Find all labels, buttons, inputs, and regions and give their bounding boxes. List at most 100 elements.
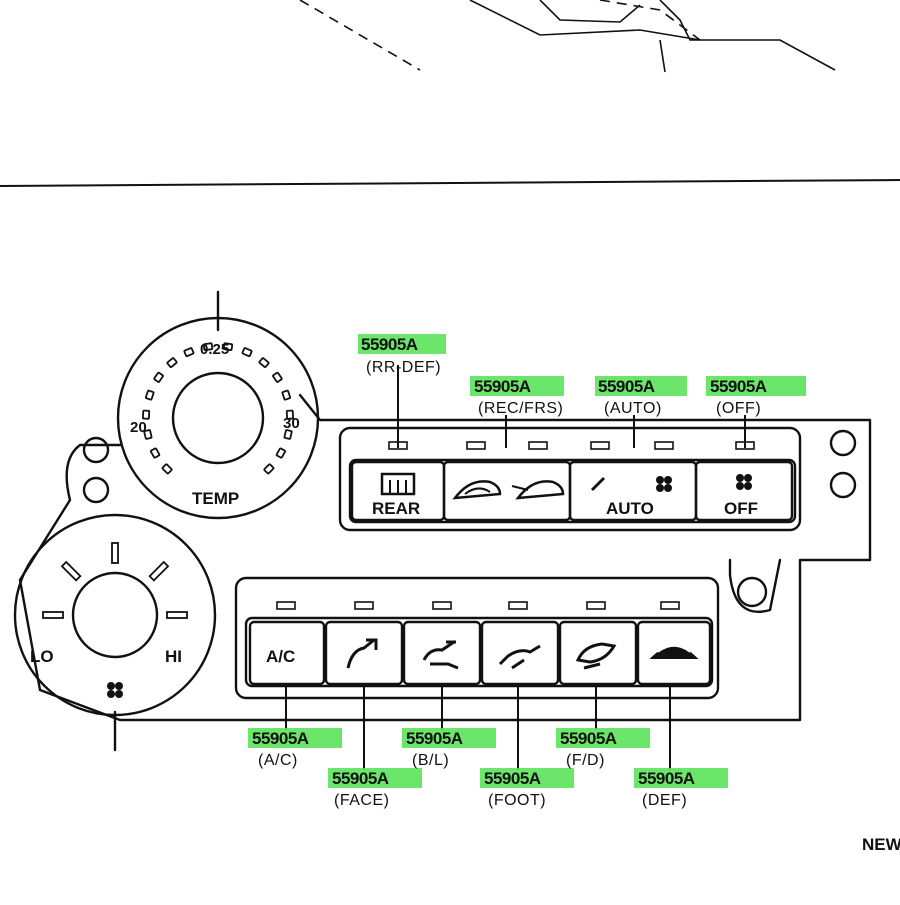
fan-dial[interactable]: LO HI	[13, 513, 217, 717]
fan-dial-label-lo: LO	[30, 647, 54, 666]
foot-defrost-button[interactable]	[558, 620, 638, 686]
callout-ac[interactable]: 55905A (A/C)	[248, 728, 342, 769]
leader-lines	[285, 365, 746, 770]
svg-text:(AUTO): (AUTO)	[604, 400, 662, 417]
callout-rr-def[interactable]: 55905A (RR-DEF)	[358, 334, 446, 376]
callout-foot[interactable]: 55905A (FOOT)	[480, 768, 574, 809]
svg-text:55905A: 55905A	[598, 377, 655, 396]
fan-dial-tick	[148, 560, 170, 582]
indicator-led	[654, 441, 674, 450]
indicator-led	[432, 601, 452, 610]
defrost-button[interactable]	[636, 620, 712, 686]
temp-dial-tick	[143, 429, 153, 440]
temp-dial-tick	[149, 447, 161, 459]
svg-text:55905A: 55905A	[710, 377, 767, 396]
indicator-led	[354, 601, 374, 610]
ac-button[interactable]: A/C	[248, 620, 326, 686]
svg-text:(FOOT): (FOOT)	[488, 792, 546, 809]
temp-dial-tick	[153, 371, 164, 383]
temp-dial[interactable]: 0.25 20 30 TEMP	[116, 316, 320, 520]
rec-frs-button[interactable]	[442, 460, 572, 522]
callout-bl[interactable]: 55905A (B/L)	[402, 728, 496, 769]
temp-dial-tick	[281, 389, 292, 401]
temp-dial-tick	[263, 463, 275, 475]
temp-scale-low: 20	[130, 419, 147, 436]
svg-text:(OFF): (OFF)	[716, 400, 761, 417]
indicator-led	[528, 441, 548, 450]
svg-text:(A/C): (A/C)	[258, 752, 298, 769]
fan-dial-tick	[60, 560, 82, 582]
bilevel-vent-icon	[422, 640, 459, 670]
svg-text:55905A: 55905A	[560, 729, 617, 748]
fan-dial-tick	[42, 611, 64, 619]
temp-dial-tick	[285, 409, 294, 420]
callout-fd[interactable]: 55905A (F/D)	[556, 728, 650, 769]
temp-dial-tick	[161, 463, 173, 475]
auto-button[interactable]: AUTO	[568, 460, 698, 522]
fan-dial-tick	[111, 542, 119, 564]
callout-rec-frs[interactable]: 55905A (REC/FRS)	[470, 376, 564, 417]
temp-dial-tick	[283, 429, 293, 440]
temp-dial-tick	[202, 342, 214, 351]
temp-dial-tick	[183, 347, 195, 358]
temp-scale-mid: 0.25	[200, 341, 229, 358]
svg-text:55905A: 55905A	[638, 769, 695, 788]
svg-text:55905A: 55905A	[474, 377, 531, 396]
svg-text:55905A: 55905A	[361, 335, 418, 354]
svg-text:55905A: 55905A	[332, 769, 389, 788]
indicator-led	[660, 601, 680, 610]
temp-dial-tick	[272, 371, 283, 383]
foot-button[interactable]	[480, 620, 560, 686]
svg-text:(F/D): (F/D)	[566, 752, 605, 769]
auto-fan-icon	[590, 476, 672, 492]
svg-text:(DEF): (DEF)	[642, 792, 687, 809]
section-divider	[0, 179, 900, 187]
lower-button-bank	[234, 576, 720, 700]
windshield-defrost-icon	[649, 645, 699, 659]
svg-text:(FACE): (FACE)	[334, 792, 389, 809]
indicator-led	[466, 441, 486, 450]
indicator-led	[586, 601, 606, 610]
temp-dial-tick	[222, 342, 234, 351]
indicator-led	[590, 441, 610, 450]
svg-text:55905A: 55905A	[252, 729, 309, 748]
temp-dial-tick	[142, 409, 151, 420]
face-button[interactable]	[324, 620, 404, 686]
temp-scale-high: 30	[283, 415, 300, 432]
ac-button-label: A/C	[266, 647, 295, 666]
svg-text:(REC/FRS): (REC/FRS)	[478, 400, 563, 417]
callout-def[interactable]: 55905A (DEF)	[634, 768, 728, 809]
fresh-air-icon	[511, 480, 565, 500]
temp-dial-tick	[144, 389, 155, 401]
bilevel-button[interactable]	[402, 620, 482, 686]
auto-button-label: AUTO	[606, 499, 654, 518]
svg-text:55905A: 55905A	[406, 729, 463, 748]
indicator-led	[276, 601, 296, 610]
foot-vent-icon	[498, 644, 541, 670]
indicator-led	[508, 601, 528, 610]
svg-text:(RR-DEF): (RR-DEF)	[366, 359, 441, 376]
control-panel-body	[18, 290, 872, 752]
corner-text: NEW	[862, 835, 900, 854]
rear-button-label: REAR	[372, 499, 420, 518]
svg-text:(B/L): (B/L)	[412, 752, 449, 769]
callout-off[interactable]: 55905A (OFF)	[706, 376, 806, 417]
temp-dial-tick	[241, 347, 253, 358]
fan-dial-label-hi: HI	[165, 647, 182, 666]
foot-defrost-icon	[575, 642, 617, 670]
temp-dial-tick	[258, 357, 270, 368]
temp-dial-tick	[275, 447, 287, 459]
callout-auto[interactable]: 55905A (AUTO)	[595, 376, 687, 417]
fan-icon	[736, 474, 752, 490]
off-button[interactable]: OFF	[694, 460, 794, 522]
off-button-label: OFF	[724, 499, 758, 518]
dashboard-fragment	[299, 0, 836, 73]
rear-defrost-button[interactable]: REAR	[350, 460, 446, 522]
rear-defrost-icon	[380, 472, 416, 496]
fan-dial-tick	[166, 611, 188, 619]
temp-dial-label: TEMP	[192, 489, 239, 508]
svg-text:55905A: 55905A	[484, 769, 541, 788]
callout-face[interactable]: 55905A (FACE)	[328, 768, 422, 809]
